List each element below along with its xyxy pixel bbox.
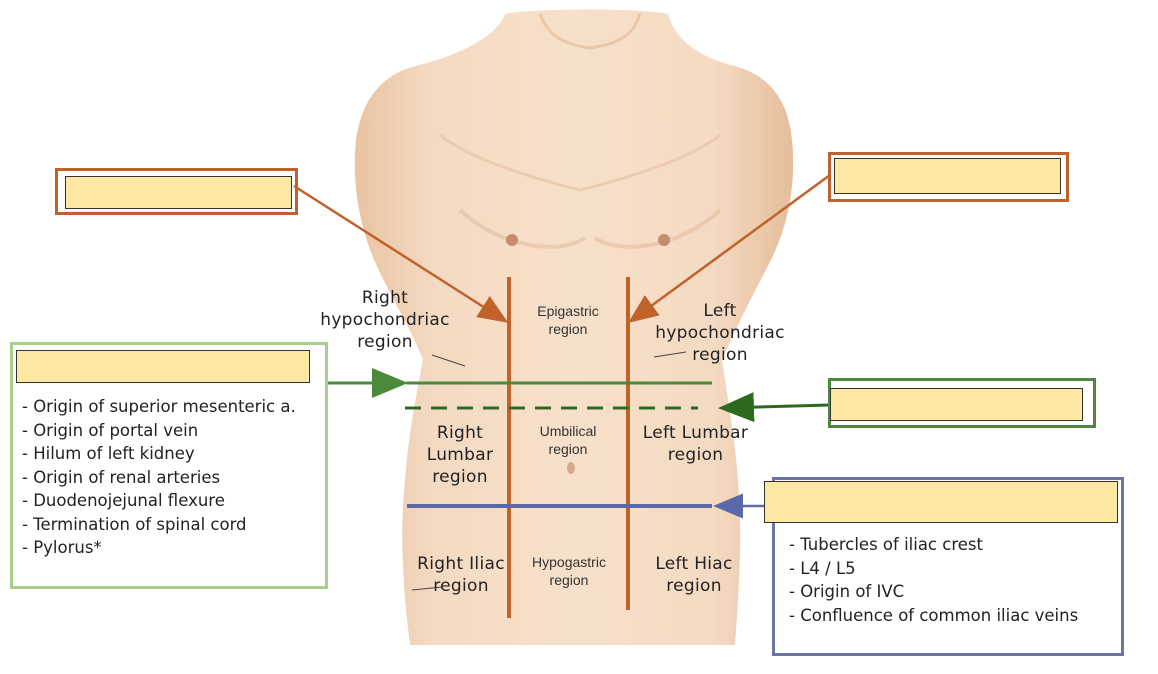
list-item: - Origin of superior mesenteric a. bbox=[22, 397, 296, 416]
torso-illustration bbox=[354, 9, 794, 645]
hypogastric-label: Hypogastric region bbox=[532, 554, 606, 589]
right-iliac-label: Right Iliac region bbox=[417, 554, 505, 597]
list-item: - Origin of portal vein bbox=[22, 420, 199, 440]
transpyloric-list: - Origin of superior mesenteric a. - Ori… bbox=[22, 395, 322, 560]
transpyloric-blank[interactable] bbox=[16, 350, 310, 383]
right-hypochondriac-label: Right hypochondriac region bbox=[320, 288, 450, 353]
right-hypochondriac-leader bbox=[431, 354, 466, 367]
umbilical-label: Umbilical region bbox=[539, 423, 597, 458]
left-nipple bbox=[658, 234, 670, 246]
right-lumbar-label: Right Lumbar region bbox=[426, 423, 494, 488]
left-midclavicular-arrow bbox=[627, 173, 831, 323]
right-midclavicular-arrow bbox=[293, 184, 509, 323]
umbilicus bbox=[567, 462, 575, 474]
list-item: - Hilum of left kidney bbox=[22, 444, 195, 463]
right-midclavicular-box bbox=[55, 168, 298, 215]
subcostal-box bbox=[828, 378, 1096, 428]
transpyloric-box bbox=[10, 342, 328, 589]
right-iliac-leader bbox=[411, 586, 443, 591]
left-midclavicular-blank[interactable] bbox=[834, 158, 1061, 194]
subcostal-arrow bbox=[718, 392, 831, 423]
intertubercular-list: - Tubercles of iliac crest - L4 / L5 - O… bbox=[789, 533, 1119, 627]
intertubercular-box bbox=[772, 477, 1124, 656]
left-lumbar-label: Left Lumbar region bbox=[642, 423, 749, 466]
right-midclavicular-blank[interactable] bbox=[65, 176, 292, 209]
left-hypochondriac-label: Left hypochondriac region bbox=[655, 301, 785, 366]
torso-skin bbox=[354, 9, 794, 645]
epigastric-label: Epigastric region bbox=[537, 303, 599, 338]
list-item: - Origin of renal arteries bbox=[22, 467, 221, 487]
subcostal-blank[interactable] bbox=[830, 388, 1083, 421]
list-item: - L4 / L5 bbox=[789, 558, 856, 578]
list-item: - Termination of spinal cord bbox=[22, 514, 247, 534]
intertubercular-blank[interactable] bbox=[764, 481, 1118, 523]
right-nipple bbox=[506, 234, 518, 246]
list-item: - Origin of IVC bbox=[789, 582, 905, 601]
list-item: - Confluence of common iliac veins bbox=[789, 605, 1079, 625]
list-item: - Pylorus* bbox=[22, 538, 102, 557]
left-hypochondriac-leader bbox=[653, 351, 687, 358]
list-item: - Tubercles of iliac crest bbox=[789, 535, 983, 554]
left-midclavicular-box bbox=[828, 152, 1069, 202]
list-item: - Duodenojejunal flexure bbox=[22, 491, 225, 510]
left-iliac-label: Left Hiac region bbox=[655, 554, 733, 597]
